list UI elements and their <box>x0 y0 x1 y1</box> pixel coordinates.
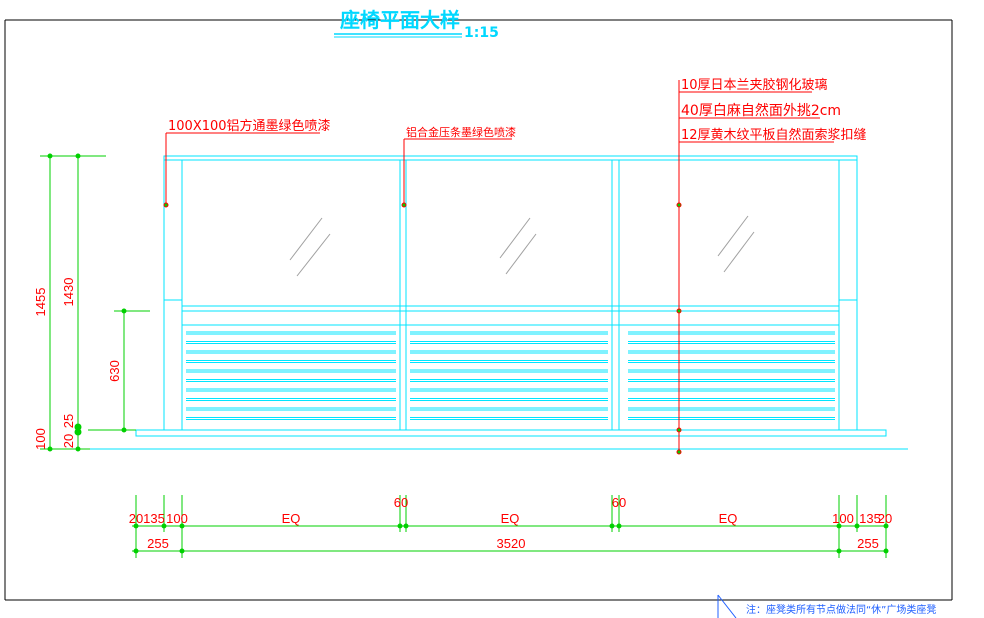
dim-label-row1: 135 <box>143 511 165 526</box>
bench-elevation <box>84 155 908 450</box>
horizontal-dimensions <box>132 495 889 558</box>
drawing-title: 座椅平面大样 1:15 <box>334 8 499 41</box>
footnote-text: 注：座凳类所有节点做法同“休”广场类座凳 <box>746 603 936 616</box>
note-post: 100X100铝方通墨绿色喷漆 <box>168 118 331 134</box>
dim-label-row1: EQ <box>719 511 738 526</box>
note-glass: 10厚日本兰夹胶钢化玻璃 <box>681 77 828 93</box>
note-ledge: 40厚白麻自然面外挑2cm <box>681 102 841 119</box>
glass-marks <box>289 215 755 277</box>
horizontal-dim-row2: 255 3520 255 <box>147 536 879 551</box>
dim-label-row1: 100 <box>166 511 188 526</box>
title-text: 座椅平面大样 <box>340 8 460 32</box>
dim-20: 20 <box>61 434 76 448</box>
annotation-labels: 100X100铝方通墨绿色喷漆 铝合金压条墨绿色喷漆 10厚日本兰夹胶钢化玻璃 … <box>168 77 867 143</box>
dim-1455: 1455 <box>33 288 48 317</box>
vertical-dim-labels: 1455 1430 630 100 20 25 <box>33 278 122 450</box>
dim-label-row1: 60 <box>394 495 408 510</box>
note-trim: 铝合金压条墨绿色喷漆 <box>406 125 516 139</box>
dim-label-row1: 135 <box>859 511 881 526</box>
note-seat: 12厚黄木纹平板自然面索浆扣缝 <box>681 127 867 143</box>
vertical-dimensions <box>40 153 150 452</box>
dim-255-left: 255 <box>147 536 169 551</box>
dim-label-row1: EQ <box>282 511 301 526</box>
seat-slats <box>186 331 835 420</box>
dim-630: 630 <box>107 360 122 382</box>
dim-255-right: 255 <box>857 536 879 551</box>
title-scale: 1:15 <box>464 25 499 41</box>
dim-1430: 1430 <box>61 278 76 307</box>
dim-label-row1: 20 <box>878 511 892 526</box>
dim-label-row1: 60 <box>612 495 626 510</box>
footnote: 注：座凳类所有节点做法同“休”广场类座凳 <box>717 594 936 618</box>
dim-label-row1: 20 <box>129 511 143 526</box>
dim-3520: 3520 <box>497 536 526 551</box>
leader-lines <box>163 80 834 455</box>
dim-label-row1: 100 <box>832 511 854 526</box>
drawing-frame <box>4 19 953 601</box>
dim-100: 100 <box>33 428 48 450</box>
dim-label-row1: EQ <box>501 511 520 526</box>
dim-25: 25 <box>61 414 76 428</box>
